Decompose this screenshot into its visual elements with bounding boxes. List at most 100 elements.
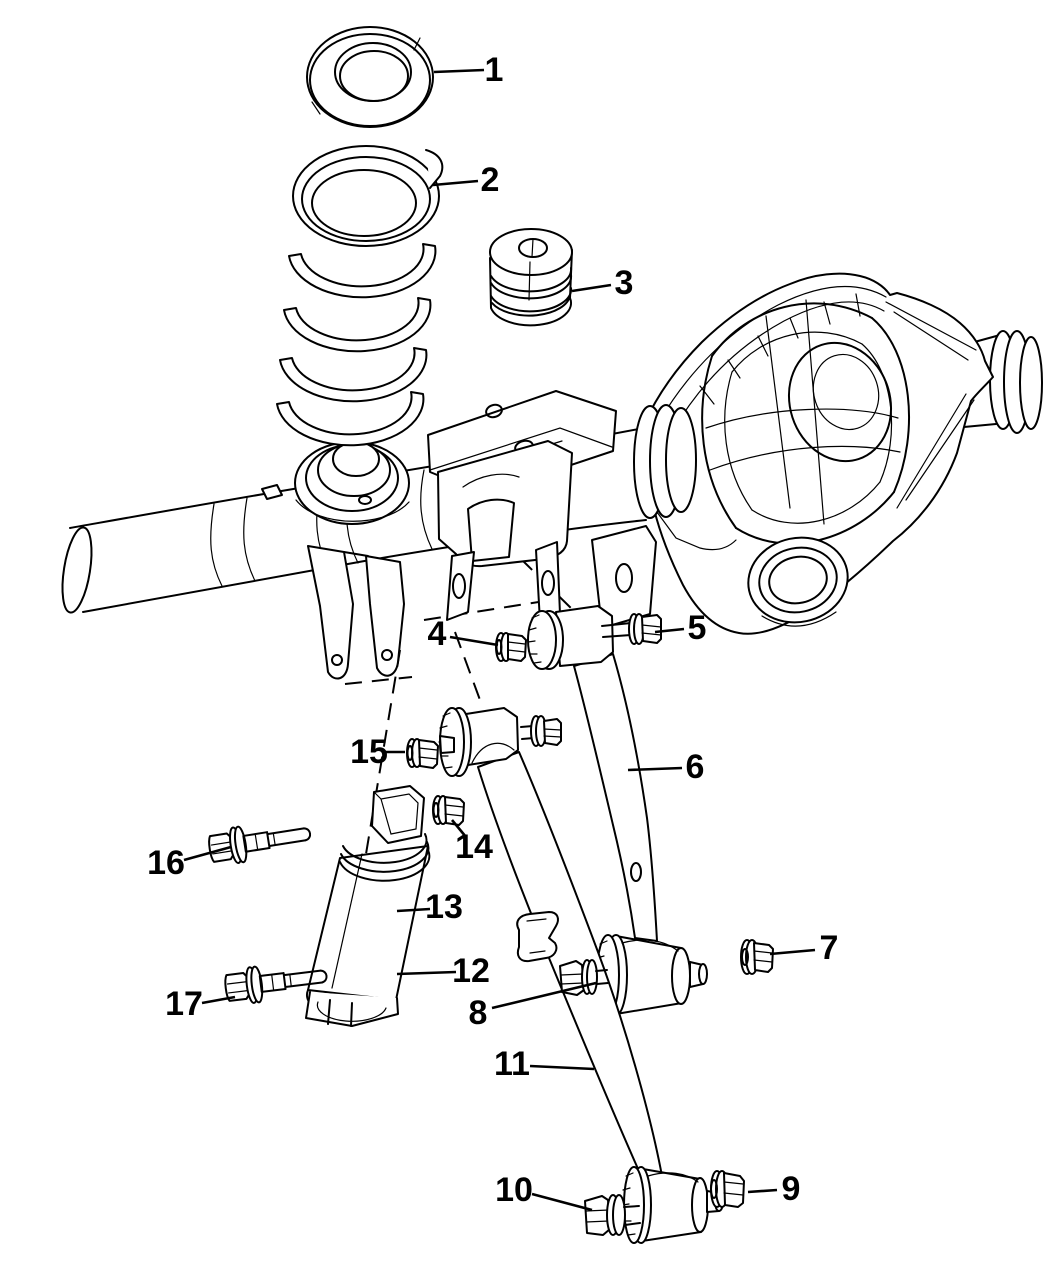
nut-14-shape [444, 796, 465, 826]
nut-14 [432, 795, 465, 826]
callout-number-1: 1 [485, 51, 504, 89]
lower-arm-rear-bushing [621, 1166, 724, 1244]
shock-fork-bracket [307, 545, 405, 680]
upper-arm-bracket [437, 440, 657, 629]
callout-line-14 [450, 819, 468, 838]
coil-spring [276, 145, 444, 447]
nut-9-shape [723, 1181, 744, 1196]
callout-line-3 [571, 283, 612, 293]
differential-housing-shape [705, 408, 899, 429]
lower-arm-rear-bushing-shape [691, 1177, 709, 1233]
axle-tube-left-shape [243, 497, 256, 582]
upper-control-arm-shape [527, 610, 557, 670]
lower-control-arm-shape [439, 735, 455, 754]
coil-spring-shape [425, 149, 444, 189]
spring-seat-shape [332, 441, 380, 477]
bolt-5-shape [641, 614, 662, 644]
upper-arm-bracket-shape [541, 570, 555, 596]
shock-fork-bracket-shape [343, 551, 369, 557]
upper-control-arm-shape [630, 862, 642, 882]
lower-arm-front-bolt-shape [543, 718, 562, 746]
nut-7-shape [753, 950, 773, 963]
shock-fork-bracket-shape [331, 654, 343, 666]
spring-isolator-shape [311, 37, 421, 115]
callout-number-12: 12 [452, 952, 490, 990]
bolt-10-shape [585, 1209, 610, 1223]
axle-tube-right-shape [1019, 336, 1043, 430]
shock-absorber-shape [327, 999, 353, 1027]
upper-arm-bracket-shape [467, 498, 515, 562]
shock-absorber-shape [373, 791, 419, 835]
bolt-16 [205, 814, 314, 869]
bolt-5-shape [601, 622, 632, 638]
assembly-axis-dashed-lines-shape [454, 631, 481, 701]
callout-line-4 [449, 635, 499, 647]
spring-isolator [306, 26, 434, 128]
assembly-axis-dashed-lines-shape [344, 676, 413, 685]
shock-fork-bracket-shape [381, 649, 393, 661]
upper-arm-bracket-shape [452, 573, 466, 599]
spring-seat [261, 441, 410, 525]
callout-line-16 [183, 845, 232, 862]
callout-number-7: 7 [820, 929, 839, 967]
assembly-axis-dashed-lines-shape [423, 600, 546, 621]
coil-spring-shape [311, 169, 417, 237]
differential-housing-shape [871, 317, 911, 493]
differential-housing-shape [758, 546, 838, 614]
differential-housing-shape [659, 285, 887, 421]
differential-housing-shape [731, 331, 863, 373]
differential-housing-shape [761, 611, 837, 627]
callout-number-6: 6 [686, 748, 705, 786]
callout-line-9 [747, 1188, 778, 1194]
jounce-bumper-shape [528, 261, 531, 301]
nut-4-shape [495, 639, 503, 655]
upper-control-arm [495, 605, 708, 1016]
callout-number-9: 9 [782, 1170, 801, 1208]
callout-number-15: 15 [350, 733, 388, 771]
lower-arm-rear-bushing-shape [623, 1166, 645, 1244]
shock-fork-bracket-shape [307, 545, 354, 680]
upper-arm-bracket-shape [446, 551, 475, 621]
lower-arm-rear-bushing-shape [621, 1172, 636, 1236]
lower-arm-front-bolt [520, 715, 562, 747]
lower-control-arm-shape [471, 742, 515, 764]
differential-housing-shape [724, 371, 753, 511]
upper-arm-bracket-shape [615, 563, 633, 593]
coil-spring-shape [276, 391, 425, 447]
jounce-bumper-shape [531, 238, 534, 258]
callout-line-5 [654, 627, 685, 634]
nut-9-shape [710, 1179, 718, 1199]
coil-spring-shape [279, 347, 428, 403]
spring-isolator-shape [339, 50, 409, 102]
bushing-retainer-cup [516, 911, 559, 963]
nut-15 [406, 738, 439, 769]
callout-line-6 [627, 766, 683, 772]
bolt-16-shape [205, 814, 314, 869]
callout-line-12 [396, 970, 457, 976]
shock-absorber-shape [371, 785, 425, 844]
nut-15-shape [418, 747, 438, 760]
nut-9 [710, 1170, 745, 1208]
callout-number-4: 4 [428, 615, 447, 653]
lower-arm-rear-bushing-shape [647, 1172, 699, 1183]
shock-absorber [305, 785, 431, 1027]
nut-4 [495, 632, 527, 662]
jounce-bracket-plate-shape [485, 403, 503, 419]
bolt-10-shape [623, 1205, 641, 1226]
upper-arm-rear-bushing-shape [698, 963, 708, 985]
callout-number-16: 16 [147, 844, 185, 882]
nut-7 [740, 939, 774, 975]
lower-arm-front-bolt-shape [543, 728, 562, 738]
lower-control-arm-shape [465, 707, 519, 766]
bushing-retainer-cup-shape [516, 911, 559, 963]
callout-number-10: 10 [495, 1171, 533, 1209]
bushing-retainer-cup-shape [526, 918, 547, 954]
callout-number-3: 3 [615, 264, 634, 302]
shock-absorber-shape [340, 841, 430, 873]
differential-housing-shape [812, 353, 880, 431]
callout-number-11: 11 [494, 1045, 530, 1083]
spring-isolator-shape [309, 33, 431, 127]
